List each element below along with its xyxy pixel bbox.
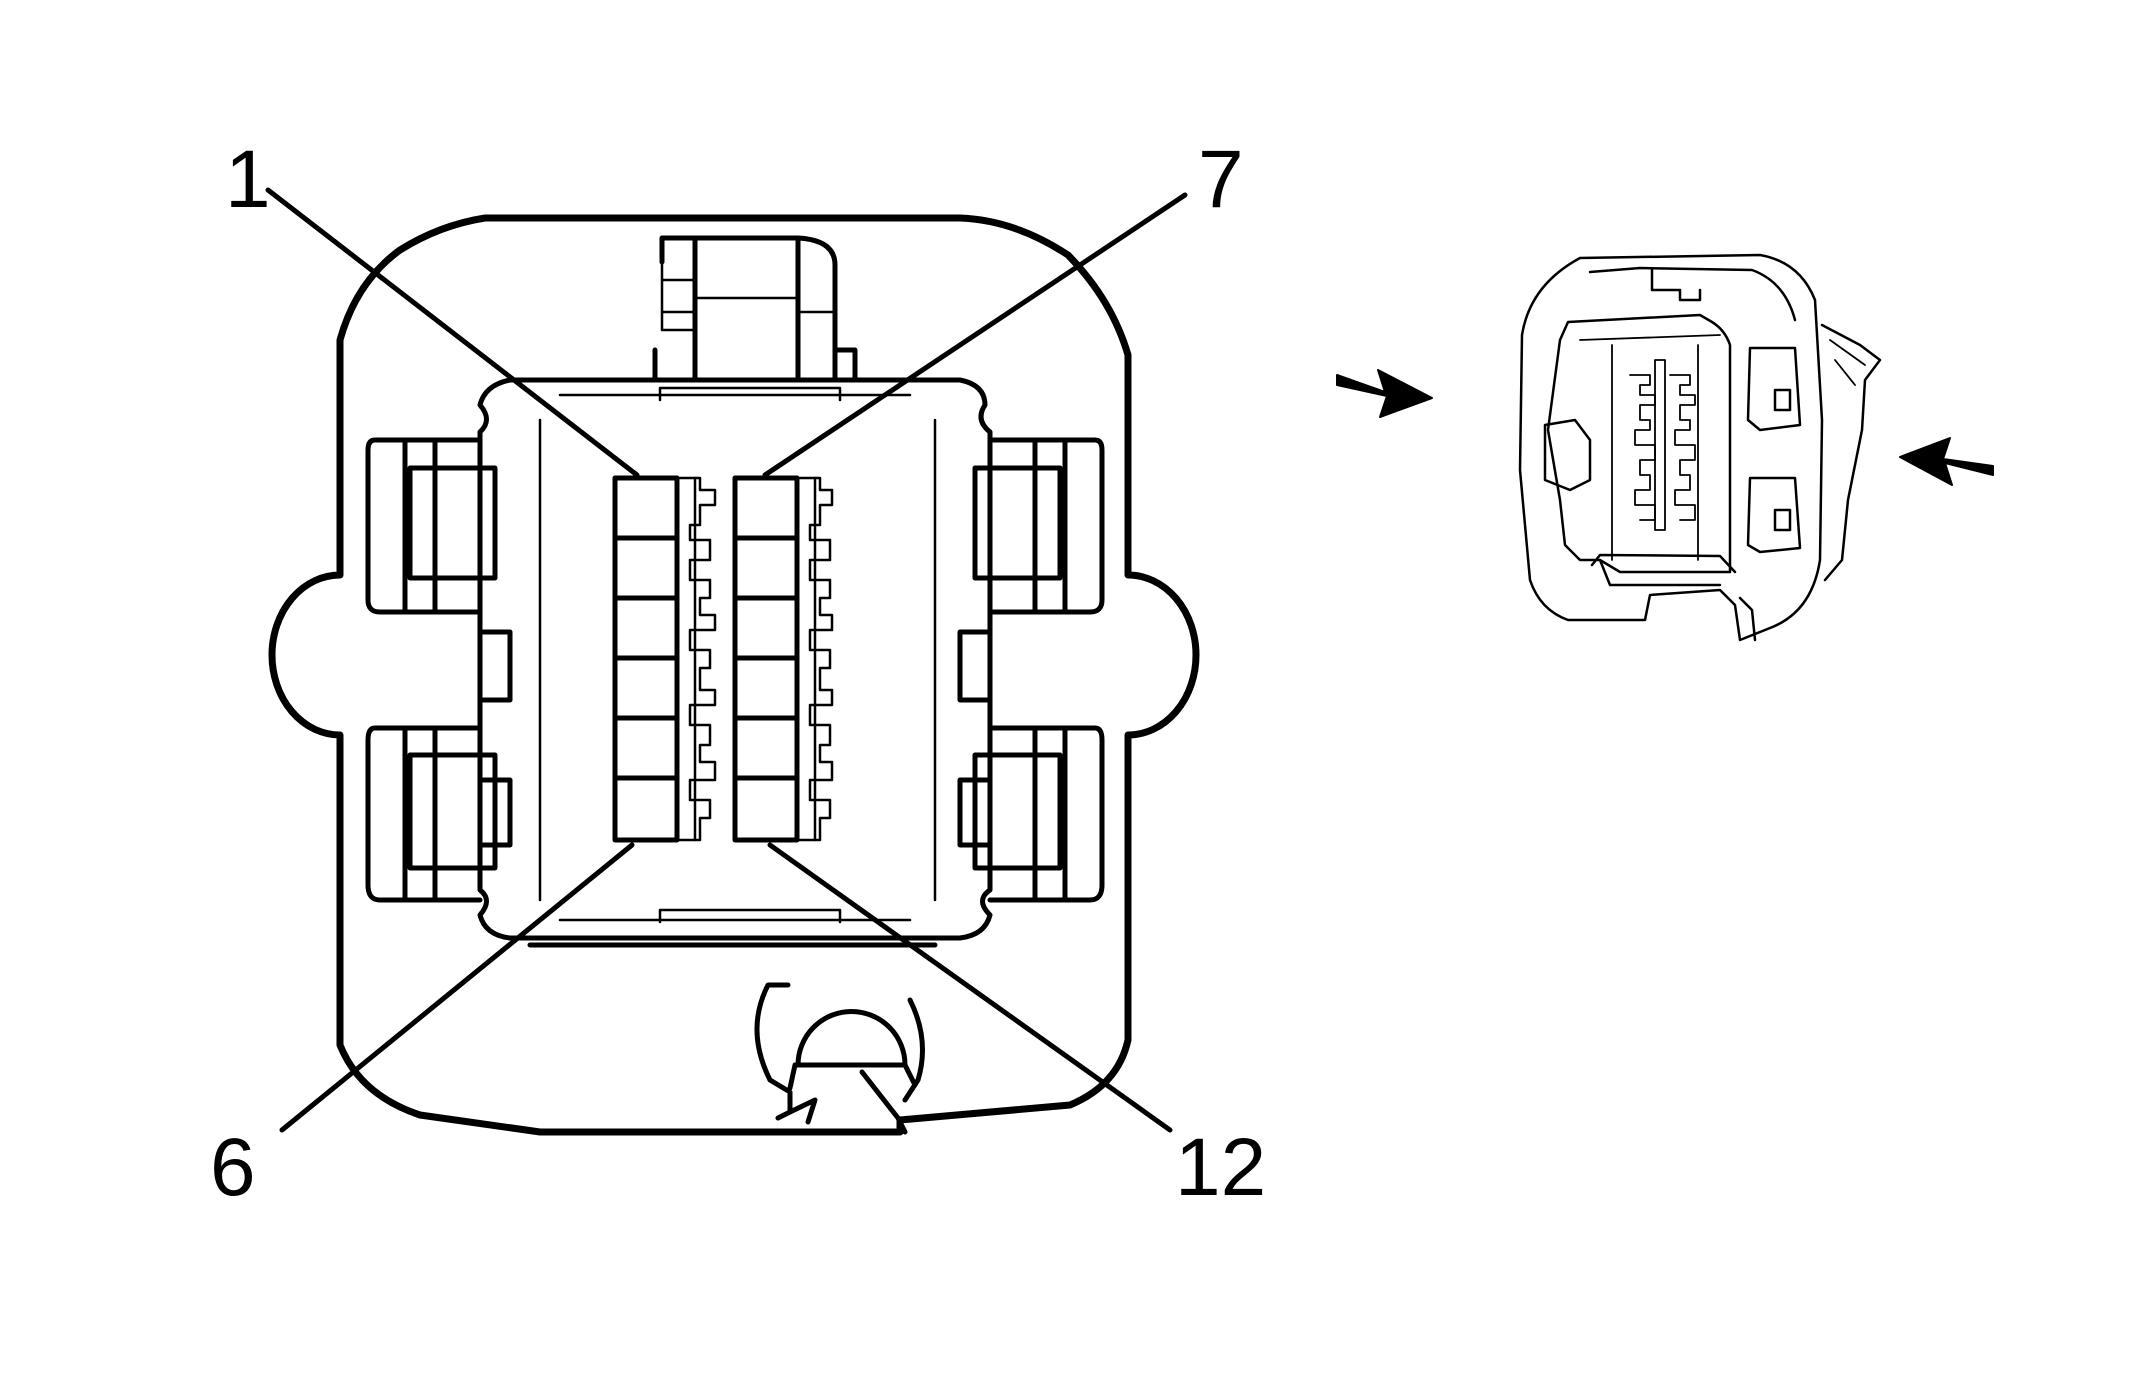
pin-label-7: 7	[1198, 134, 1244, 225]
left-lower-latch	[365, 725, 498, 903]
connector-face-view: 1 7 6 12	[210, 134, 1266, 1213]
bottom-lock-ring	[754, 982, 925, 1135]
right-upper-latch	[972, 437, 1105, 615]
connector-perspective-view	[1518, 253, 1882, 642]
pin-block-right	[732, 475, 834, 843]
pin-block-left	[612, 475, 717, 843]
left-upper-latch	[365, 437, 498, 615]
inner-cavity-outline	[477, 377, 993, 941]
arrow-up-left-icon	[1899, 437, 1994, 486]
pin-label-6: 6	[210, 1122, 256, 1213]
perspective-housing-outline	[1518, 253, 1824, 642]
top-latch	[652, 235, 858, 383]
pin-label-12: 12	[1175, 1122, 1266, 1213]
right-lower-latch	[972, 725, 1105, 903]
pin-label-1: 1	[225, 134, 271, 225]
arrow-down-right-icon	[1336, 369, 1433, 418]
leader-lines	[265, 187, 1188, 1133]
